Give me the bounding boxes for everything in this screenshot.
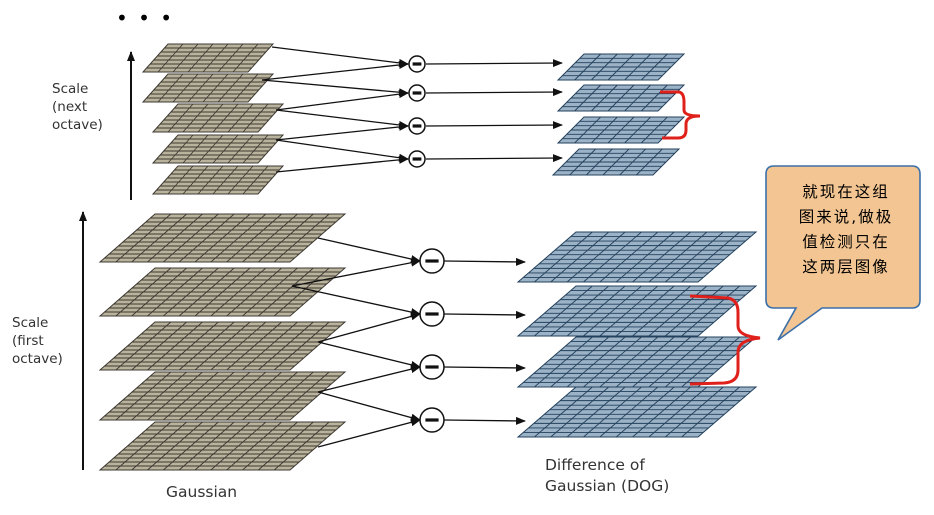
first-arrow-in-a-3 [317, 341, 421, 369]
next-arrow-in-a-4 [275, 139, 409, 162]
dog-next-layer-4 [551, 148, 681, 176]
dog-next-layer-3 [556, 116, 686, 144]
dog-next-layer-2 [556, 84, 686, 112]
callout-text: 就现在这组 图来说,做极 值检测只在 这两层图像 [798, 183, 894, 276]
gaussian-first-layer-2 [98, 267, 347, 317]
first-minus-op-4 [419, 407, 445, 433]
next-arrow-out-2 [425, 88, 563, 97]
next-arrow-in-b-3 [275, 122, 409, 141]
first-arrow-in-b-2 [317, 312, 421, 343]
continuation-dots: • • • [116, 6, 175, 30]
first-arrow-in-b-4 [317, 418, 421, 448]
first-arrow-out-2 [443, 310, 526, 319]
dog-first-layer-3 [516, 336, 758, 388]
first-arrow-in-a-4 [317, 391, 421, 422]
next-minus-op-4 [408, 150, 426, 168]
gaussian-next-layer-2 [141, 73, 275, 103]
first-arrow-in-a-1 [317, 237, 421, 263]
dog-first-layer-1 [516, 231, 758, 283]
next-minus-op-1 [408, 55, 426, 73]
dog-first-layer-4 [516, 386, 758, 438]
first-minus-op-1 [419, 248, 445, 274]
gaussian-next-layer-3 [151, 103, 285, 133]
first-arrow-out-3 [443, 363, 526, 372]
next-arrow-out-3 [425, 121, 563, 130]
dog-first-layer-2 [516, 285, 758, 337]
callout-bubble [765, 165, 921, 341]
next-arrow-in-a-3 [275, 109, 409, 129]
gaussian-next-layer-5 [151, 165, 285, 195]
next-arrow-in-b-2 [275, 90, 409, 111]
first-arrow-out-1 [443, 257, 526, 266]
scale-next-octave-label: Scale (next octave) [52, 81, 103, 133]
gaussian-next-layer-4 [151, 134, 285, 164]
dog-label: Difference of Gaussian (DOG) [545, 456, 670, 495]
scale-first-octave-label: Scale (first octave) [12, 315, 63, 367]
next-minus-op-2 [408, 84, 426, 102]
first-arrow-in-a-2 [291, 285, 421, 316]
dog-next-layer-1 [556, 53, 686, 81]
next-arrow-out-4 [425, 154, 563, 163]
gaussian-next-layer-1 [141, 43, 275, 73]
first-octave-brace [689, 294, 761, 386]
next-minus-op-3 [408, 117, 426, 135]
first-arrow-out-4 [443, 416, 526, 425]
gaussian-first-layer-3 [98, 321, 347, 371]
first-arrow-in-b-1 [291, 258, 421, 287]
first-minus-op-3 [419, 354, 445, 380]
next-octave-brace [660, 90, 701, 140]
gaussian-first-layer-4 [98, 371, 347, 421]
first-arrow-in-b-3 [317, 365, 421, 393]
gaussian-first-layer-5 [98, 421, 347, 471]
next-arrow-out-1 [425, 59, 563, 68]
gaussian-first-layer-1 [98, 213, 347, 263]
next-arrow-in-a-1 [271, 46, 409, 67]
next-arrow-in-a-2 [261, 79, 409, 97]
next-arrow-in-b-4 [275, 155, 409, 173]
next-arrow-in-b-1 [261, 61, 409, 81]
first-minus-op-2 [419, 301, 445, 327]
gaussian-label: Gaussian [166, 483, 238, 501]
